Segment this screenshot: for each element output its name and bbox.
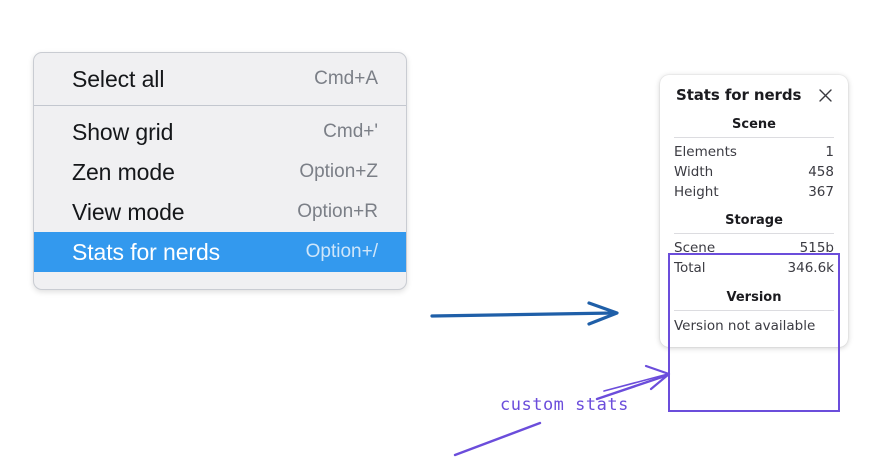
menu-item-view-mode[interactable]: View mode Option+R bbox=[34, 192, 406, 232]
menu-item-label: Show grid bbox=[72, 118, 174, 145]
stat-row: Scene 515b bbox=[660, 238, 848, 258]
menu-section-1: Select all Cmd+A bbox=[34, 53, 406, 105]
stat-key: Elements bbox=[674, 144, 737, 160]
stat-row: Height 367 bbox=[660, 182, 848, 202]
version-not-available-text: Version not available bbox=[674, 318, 816, 334]
menu-item-label: View mode bbox=[72, 198, 185, 225]
stats-section-storage: Storage Scene 515b Total 346.6k bbox=[660, 202, 848, 278]
stat-row: Elements 1 bbox=[660, 142, 848, 162]
section-divider bbox=[674, 310, 834, 311]
stats-panel-header: Stats for nerds bbox=[660, 86, 848, 104]
stat-key: Total bbox=[674, 260, 706, 276]
menu-item-shortcut: Option+R bbox=[297, 201, 378, 222]
canvas-context-menu[interactable]: Select all Cmd+A Show grid Cmd+' Zen mod… bbox=[33, 52, 407, 290]
menu-item-show-grid[interactable]: Show grid Cmd+' bbox=[34, 112, 406, 152]
stat-value: 346.6k bbox=[787, 260, 834, 276]
menu-item-shortcut: Option+/ bbox=[305, 241, 378, 262]
stats-for-nerds-panel: Stats for nerds Scene Elements 1 Width 4… bbox=[660, 75, 848, 412]
menu-item-label: Select all bbox=[72, 65, 165, 92]
stat-value: 367 bbox=[808, 184, 834, 200]
menu-item-label: Zen mode bbox=[72, 158, 175, 185]
stats-panel-title: Stats for nerds bbox=[676, 86, 802, 104]
stat-key: Width bbox=[674, 164, 714, 180]
menu-item-shortcut: Cmd+' bbox=[323, 121, 378, 142]
menu-section-2: Show grid Cmd+' Zen mode Option+Z View m… bbox=[34, 105, 406, 289]
stat-value: 458 bbox=[808, 164, 834, 180]
menu-item-zen-mode[interactable]: Zen mode Option+Z bbox=[34, 152, 406, 192]
stat-key: Scene bbox=[674, 240, 716, 256]
custom-stats-annotation-label: custom stats bbox=[500, 395, 629, 415]
section-heading-version: Version bbox=[726, 290, 782, 305]
stat-row: Total 346.6k bbox=[660, 258, 848, 278]
section-divider bbox=[674, 233, 834, 234]
blue-flow-arrow bbox=[430, 301, 619, 326]
menu-item-shortcut: Option+Z bbox=[299, 161, 378, 182]
stat-key: Height bbox=[674, 184, 719, 200]
section-heading-scene: Scene bbox=[732, 117, 776, 132]
stats-section-version: Version Version not available bbox=[660, 278, 848, 335]
stat-value: 515b bbox=[799, 240, 834, 256]
stats-section-scene: Scene Elements 1 Width 458 Height 367 bbox=[660, 116, 848, 202]
stat-row: Width 458 bbox=[660, 162, 848, 182]
custom-stats-tail-stroke bbox=[453, 421, 542, 457]
section-heading-storage: Storage bbox=[725, 213, 783, 228]
close-icon[interactable] bbox=[817, 87, 834, 104]
menu-bottom-padding bbox=[34, 272, 406, 283]
custom-stats-group: Storage Scene 515b Total 346.6k Version … bbox=[660, 202, 848, 335]
menu-item-select-all[interactable]: Select all Cmd+A bbox=[34, 59, 406, 99]
section-divider bbox=[674, 137, 834, 138]
stat-value: 1 bbox=[825, 144, 834, 160]
menu-item-shortcut: Cmd+A bbox=[314, 68, 378, 89]
menu-item-label: Stats for nerds bbox=[72, 238, 221, 265]
menu-item-stats-for-nerds[interactable]: Stats for nerds Option+/ bbox=[34, 232, 406, 272]
